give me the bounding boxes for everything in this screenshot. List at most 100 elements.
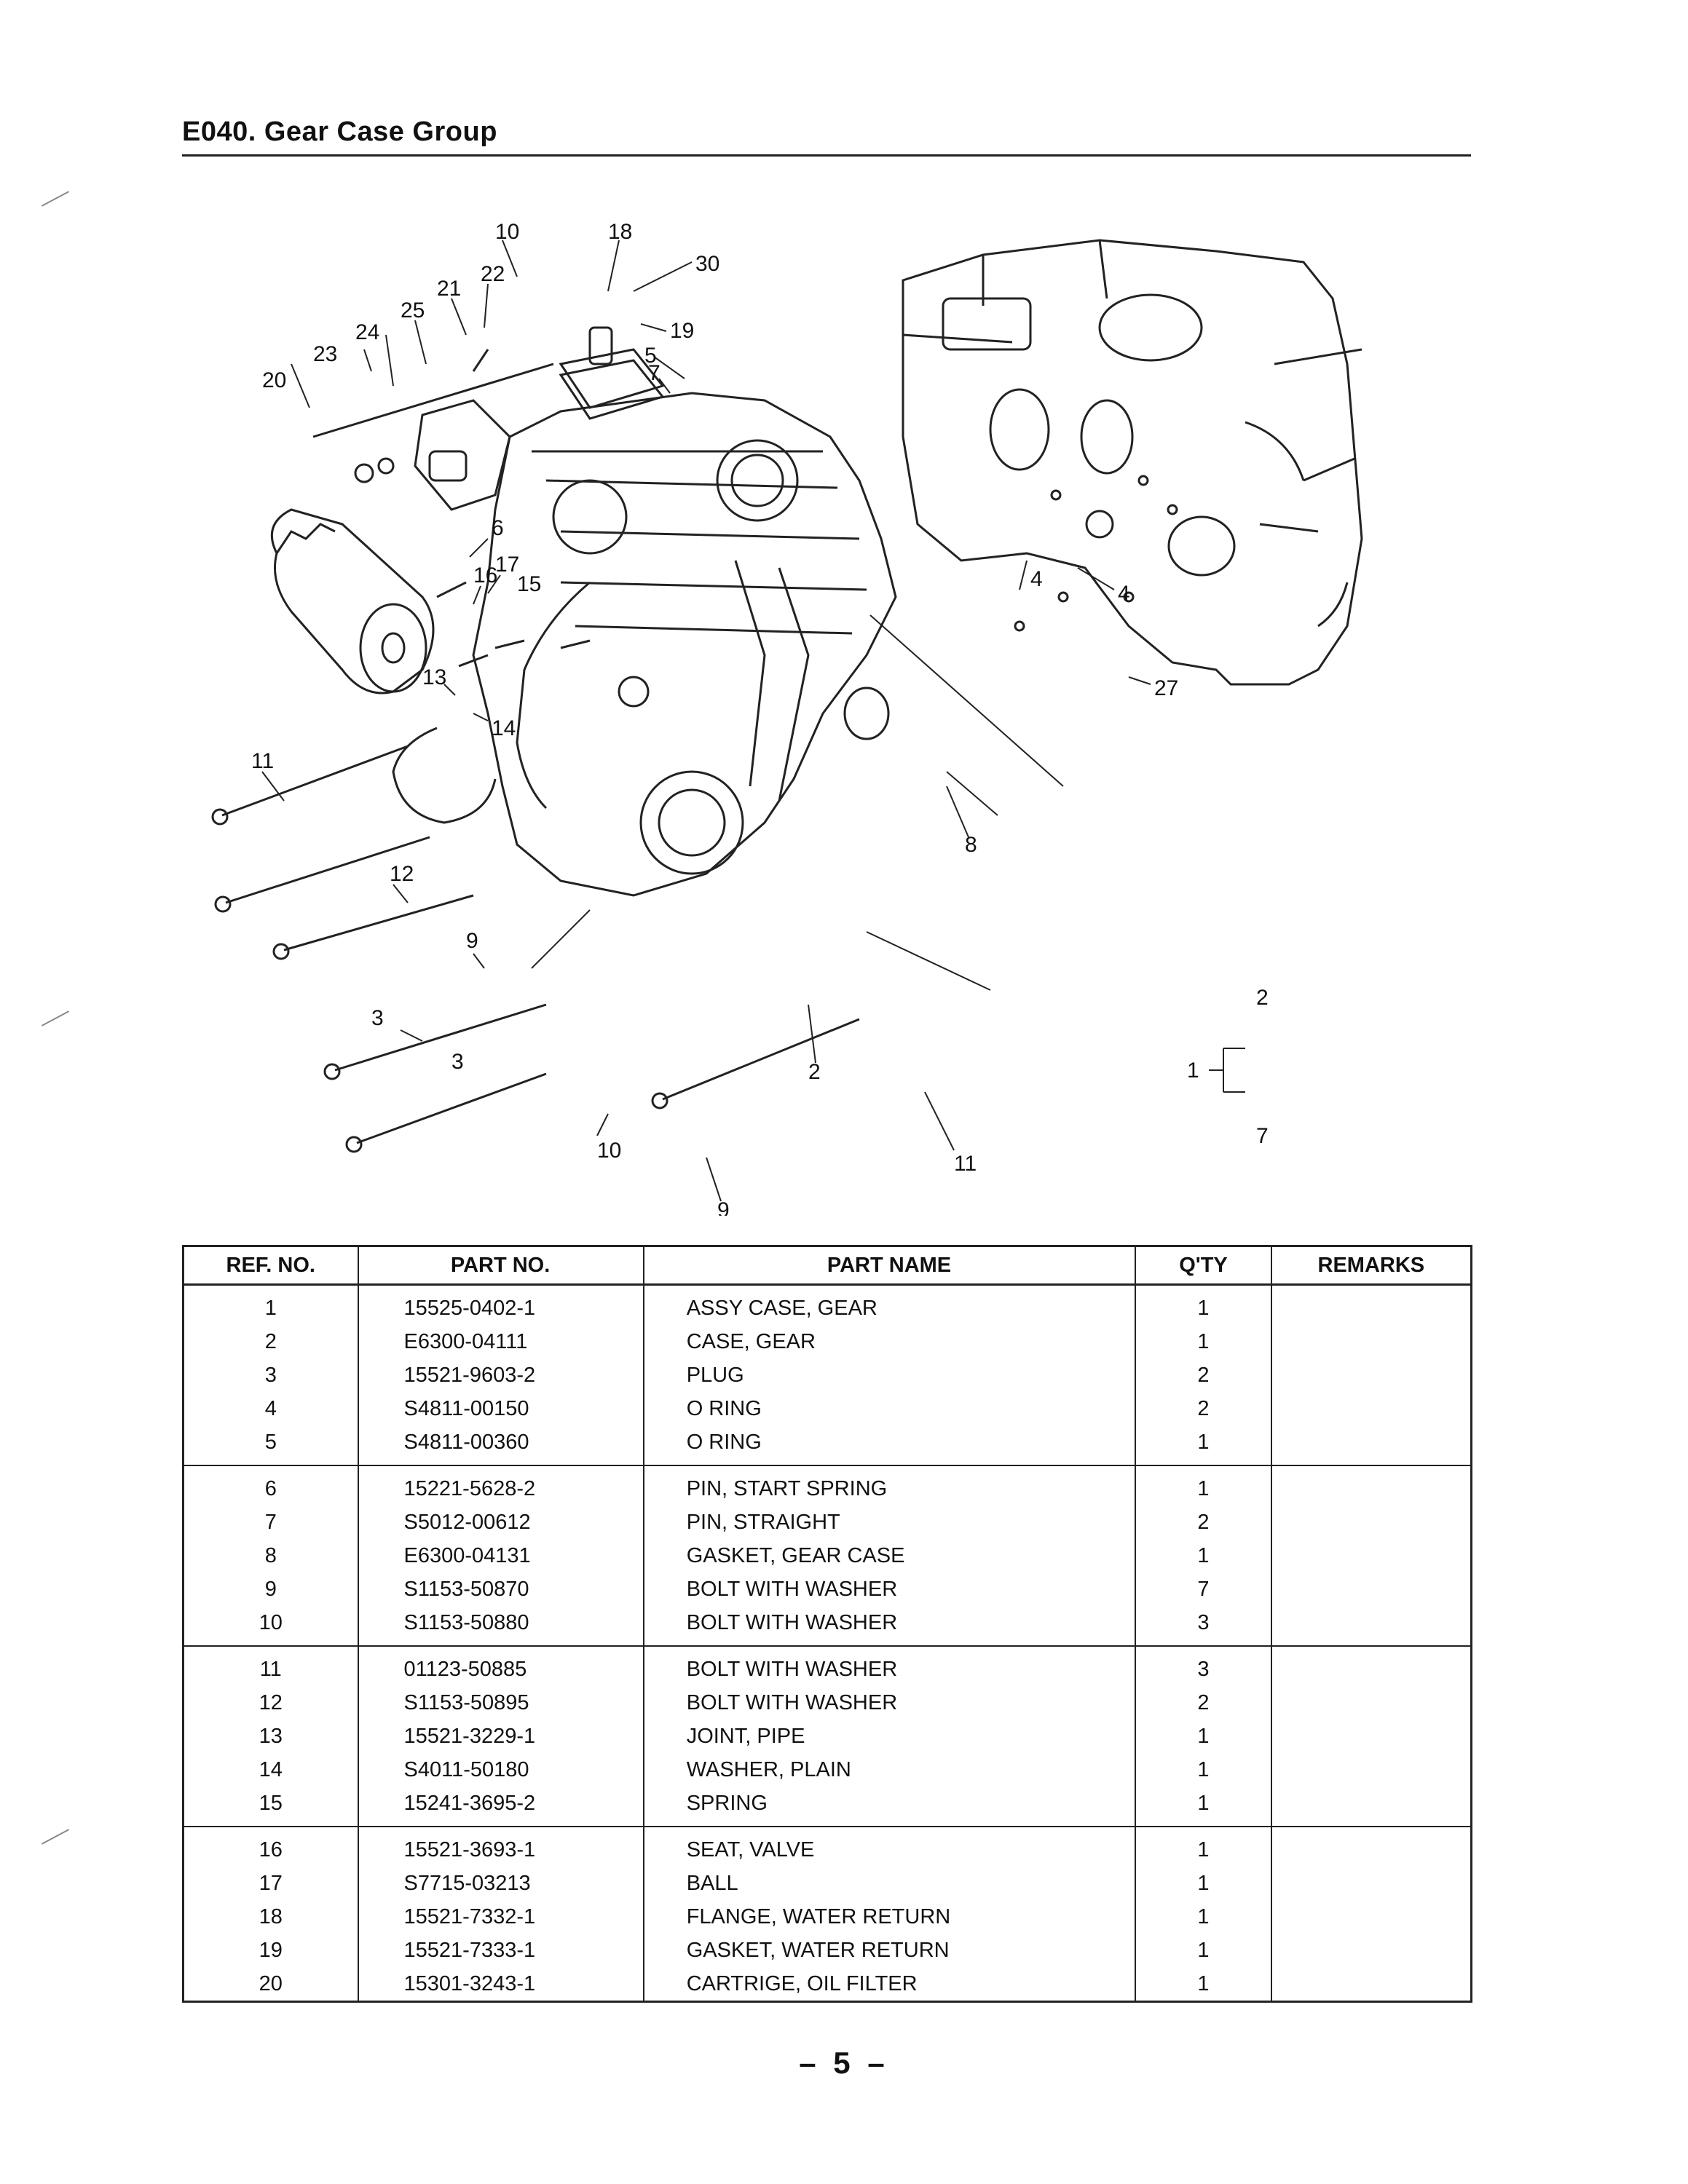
remarks-cell <box>1271 1646 1472 1686</box>
qty-cell: 2 <box>1135 1392 1272 1425</box>
margin-mark <box>41 1829 70 1845</box>
part-name-cell: GASKET, GEAR CASE <box>643 1539 1137 1572</box>
part-no-cell: S4011-50180 <box>358 1753 644 1787</box>
water-flange-drawing <box>559 326 665 420</box>
callout-20: 20 <box>262 368 286 392</box>
callout-3-lower: 3 <box>451 1050 464 1074</box>
table-header-row: REF. NO. PART NO. PART NAME Q'TY REMARKS <box>183 1246 1472 1286</box>
remarks-cell <box>1271 1572 1472 1606</box>
callout-14: 14 <box>492 716 516 740</box>
page-title: E040. Gear Case Group <box>182 116 497 147</box>
qty-cell: 1 <box>1135 1753 1272 1787</box>
leader-lines <box>261 240 1245 1202</box>
callout-3: 3 <box>371 1006 384 1030</box>
header-part-no: PART NO. <box>358 1246 644 1286</box>
callout-1: 1 <box>1187 1059 1199 1083</box>
ref-no-cell: 19 <box>183 1934 359 1967</box>
callout-11: 11 <box>251 749 274 773</box>
ref-no-cell: 3 <box>183 1358 359 1392</box>
header-qty: Q'TY <box>1135 1246 1272 1286</box>
relief-valve-drawing <box>354 349 511 511</box>
ref-no-cell: 2 <box>183 1325 359 1358</box>
callout-6: 6 <box>492 516 504 540</box>
part-no-cell: S1153-50880 <box>358 1606 644 1647</box>
callout-10-lower: 10 <box>597 1139 621 1163</box>
callout-10: 10 <box>495 220 519 244</box>
qty-cell: 2 <box>1135 1506 1272 1539</box>
part-name-cell: GASKET, WATER RETURN <box>643 1934 1137 1967</box>
ref-no-cell: 17 <box>183 1867 359 1900</box>
remarks-cell <box>1271 1506 1472 1539</box>
part-name-cell: PIN, STRAIGHT <box>643 1506 1137 1539</box>
remarks-cell <box>1271 1358 1472 1392</box>
callout-30: 30 <box>695 252 719 276</box>
margin-mark <box>41 191 70 207</box>
part-no-cell: 15521-7332-1 <box>358 1900 644 1934</box>
part-no-cell: 15221-5628-2 <box>358 1465 644 1506</box>
margin-mark <box>41 1010 70 1026</box>
ref-no-cell: 8 <box>183 1539 359 1572</box>
remarks-cell <box>1271 1787 1472 1827</box>
qty-cell: 3 <box>1135 1646 1272 1686</box>
ref-no-cell: 12 <box>183 1686 359 1720</box>
ref-no-cell: 14 <box>183 1753 359 1787</box>
callout-13: 13 <box>422 665 446 689</box>
remarks-cell <box>1271 1867 1472 1900</box>
part-name-cell: CARTRIGE, OIL FILTER <box>643 1967 1137 2002</box>
callout-24: 24 <box>355 320 379 344</box>
callout-17: 17 <box>495 553 519 577</box>
remarks-cell <box>1271 1686 1472 1720</box>
part-name-cell: O RING <box>643 1425 1137 1466</box>
qty-cell: 1 <box>1135 1325 1272 1358</box>
qty-cell: 1 <box>1135 1827 1272 1867</box>
callout-27: 27 <box>1154 676 1178 700</box>
remarks-cell <box>1271 1606 1472 1647</box>
remarks-cell <box>1271 1392 1472 1425</box>
part-no-cell: 15525-0402-1 <box>358 1284 644 1325</box>
part-name-cell: SPRING <box>643 1787 1137 1827</box>
part-name-cell: WASHER, PLAIN <box>643 1753 1137 1787</box>
ref-no-cell: 20 <box>183 1967 359 2002</box>
remarks-cell <box>1271 1934 1472 1967</box>
remarks-cell <box>1271 1967 1472 2002</box>
ref-no-cell: 5 <box>183 1425 359 1466</box>
qty-cell: 1 <box>1135 1934 1272 1967</box>
ref-no-cell: 10 <box>183 1606 359 1647</box>
part-name-cell: CASE, GEAR <box>643 1325 1137 1358</box>
qty-cell: 1 <box>1135 1900 1272 1934</box>
qty-cell: 1 <box>1135 1787 1272 1827</box>
part-no-cell: S5012-00612 <box>358 1506 644 1539</box>
part-name-cell: O RING <box>643 1392 1137 1425</box>
part-name-cell: BOLT WITH WASHER <box>643 1686 1137 1720</box>
part-no-cell: E6300-04111 <box>358 1325 644 1358</box>
callout-15: 15 <box>517 572 541 596</box>
callout-7: 7 <box>648 361 660 385</box>
callout-2: 2 <box>808 1060 821 1084</box>
qty-cell: 2 <box>1135 1686 1272 1720</box>
part-name-cell: BALL <box>643 1867 1137 1900</box>
part-no-cell: E6300-04131 <box>358 1539 644 1572</box>
callout-9-lower: 9 <box>717 1198 730 1216</box>
part-no-cell: 15521-7333-1 <box>358 1934 644 1967</box>
qty-cell: 3 <box>1135 1606 1272 1647</box>
remarks-cell <box>1271 1753 1472 1787</box>
part-no-cell: 15241-3695-2 <box>358 1787 644 1827</box>
callout-5: 5 <box>644 344 657 368</box>
callout-22: 22 <box>481 262 505 286</box>
part-name-cell: BOLT WITH WASHER <box>643 1572 1137 1606</box>
part-no-cell: S1153-50895 <box>358 1686 644 1720</box>
qty-cell: 1 <box>1135 1720 1272 1753</box>
callout-25: 25 <box>401 298 425 323</box>
